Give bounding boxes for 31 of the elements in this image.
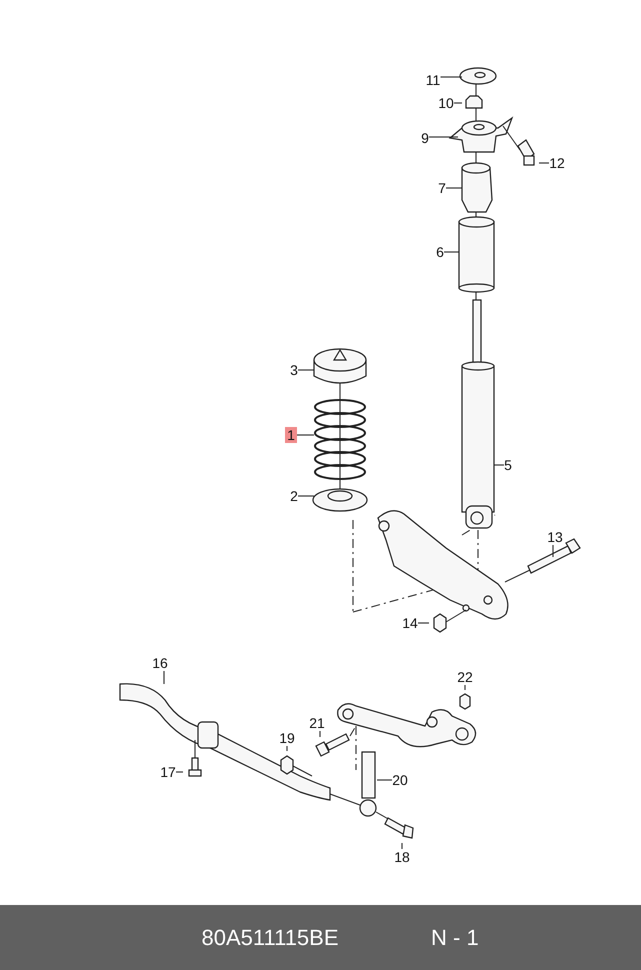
callout-number: 11 (426, 72, 440, 88)
callout-number: 7 (438, 180, 446, 196)
callout-number: 20 (392, 772, 408, 788)
callout-number: 19 (279, 730, 295, 746)
callout-number: 13 (547, 529, 563, 545)
callout-number: 2 (290, 488, 298, 504)
leader-line (552, 544, 554, 558)
callout-number: 22 (457, 669, 473, 685)
leader-line (494, 464, 504, 466)
callout-number: 3 (290, 362, 298, 378)
callout-number: 1 (285, 427, 297, 443)
callout-number: 12 (549, 155, 565, 171)
callout-number: 10 (438, 95, 454, 111)
leader-line (440, 76, 462, 78)
callout-number: 5 (504, 457, 512, 473)
callout-number: 9 (421, 130, 429, 146)
callout-number: 21 (309, 715, 325, 731)
leader-line (454, 102, 462, 104)
leader-line (428, 136, 458, 138)
callout-number: 17 (160, 764, 176, 780)
leader-line (464, 684, 466, 690)
callout-number: 16 (152, 655, 168, 671)
leader-line (538, 162, 550, 164)
callout-number: 14 (402, 615, 418, 631)
leader-line (418, 622, 430, 624)
leader-line (296, 434, 314, 436)
sheet-number: N - 1 (431, 926, 479, 950)
part-number: 80A511115BE (202, 926, 339, 950)
callout-number: 6 (436, 244, 444, 260)
leader-line (286, 746, 288, 752)
callout-number: 18 (394, 849, 410, 865)
